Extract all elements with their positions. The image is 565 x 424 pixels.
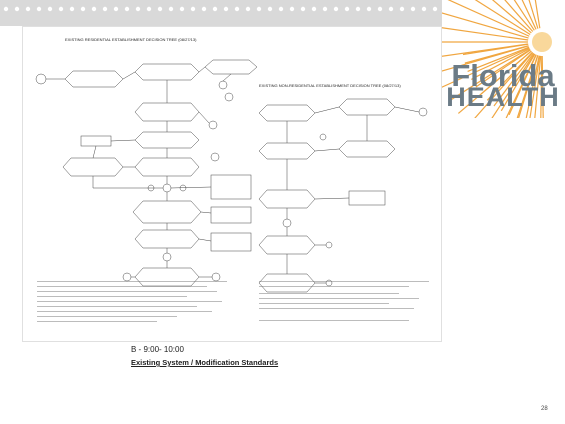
document-footnotes [37, 281, 429, 322]
left-tree-title: EXISTING RESIDENTIAL ESTABLISHMENT DECIS… [65, 37, 197, 42]
slide-subtitle: Existing System / Modification Standards [131, 358, 279, 367]
page-number: 28 [541, 406, 548, 412]
logo-text-health: HEALTH [446, 82, 560, 112]
session-time-text: B - 9:00- 10:00 [131, 345, 184, 354]
decision-tree-document: EXISTING RESIDENTIAL ESTABLISHMENT DECIS… [22, 26, 442, 342]
flowchart-diagram [35, 59, 428, 293]
decorative-dot-row [3, 6, 438, 12]
logo-text-florida: Florida [451, 58, 555, 93]
sunburst-logo-icon [442, 0, 565, 118]
right-tree-title: EXISTING NON-RESIDENTIAL ESTABLISHMENT D… [259, 83, 401, 88]
